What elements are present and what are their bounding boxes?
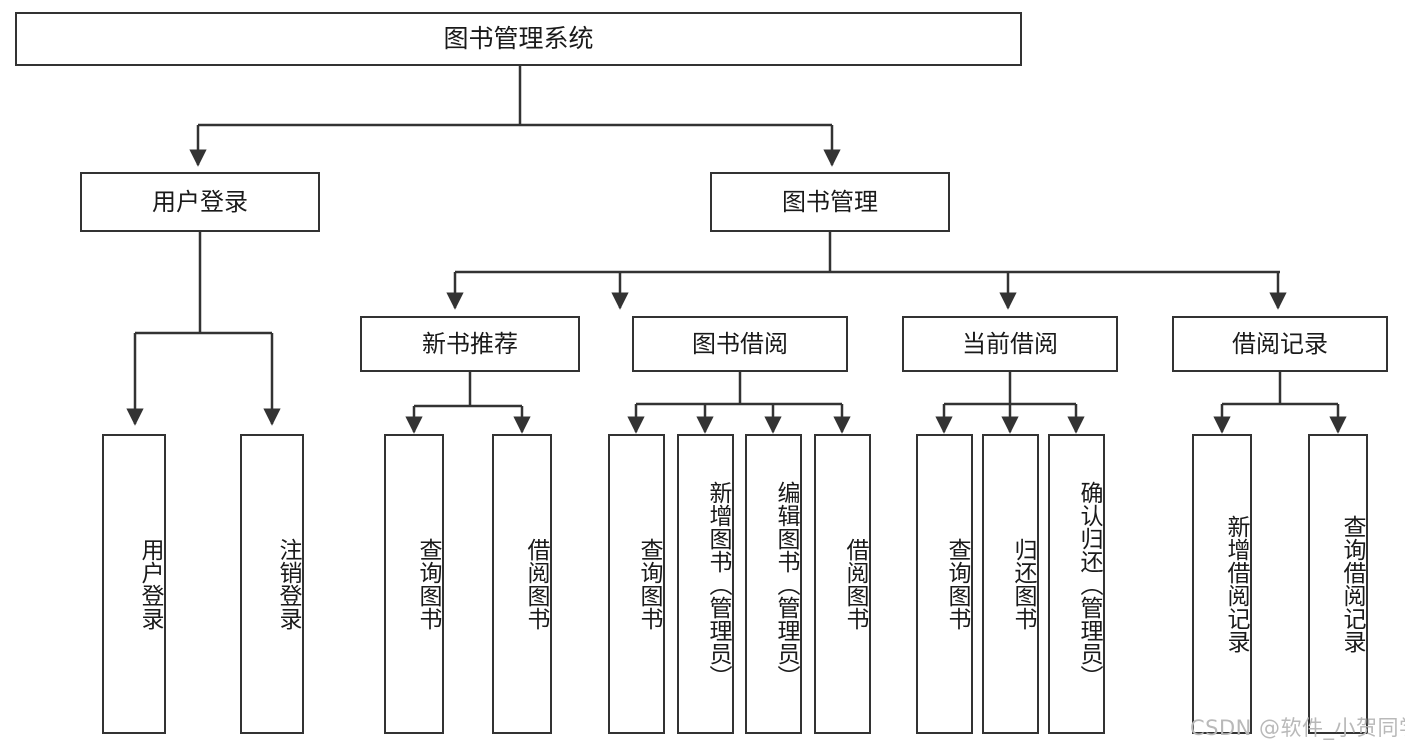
node-leaf-logout[interactable]: 注销登录 — [240, 434, 304, 734]
node-label: 编辑图书（管理员） — [773, 480, 799, 688]
csdn-watermark: CSDN @软件_小贺同学 — [1190, 716, 1405, 740]
node-root-book-management-system[interactable]: 图书管理系统 — [15, 12, 1022, 66]
node-leaf-borrow-book-2[interactable]: 借阅图书 — [814, 434, 871, 734]
node-label: 查询图书 — [636, 538, 662, 630]
node-label: 当前借阅 — [962, 329, 1058, 358]
node-label: 查询借阅记录 — [1339, 515, 1365, 653]
node-leaf-user-login[interactable]: 用户登录 — [102, 434, 166, 734]
node-user-login[interactable]: 用户登录 — [80, 172, 320, 232]
node-leaf-query-book-2[interactable]: 查询图书 — [608, 434, 665, 734]
node-label: 确认归还（管理员） — [1076, 480, 1102, 688]
node-new-book-recommend[interactable]: 新书推荐 — [360, 316, 580, 372]
node-leaf-query-book-1[interactable]: 查询图书 — [384, 434, 444, 734]
node-label: 图书管理 — [782, 187, 878, 216]
node-leaf-add-book-admin[interactable]: 新增图书（管理员） — [677, 434, 734, 734]
node-leaf-borrow-book-1[interactable]: 借阅图书 — [492, 434, 552, 734]
node-leaf-edit-book-admin[interactable]: 编辑图书（管理员） — [745, 434, 802, 734]
node-book-borrow[interactable]: 图书借阅 — [632, 316, 848, 372]
node-leaf-return-book[interactable]: 归还图书 — [982, 434, 1039, 734]
node-label: 归还图书 — [1010, 538, 1036, 630]
node-label: 查询图书 — [415, 538, 441, 630]
node-label: 借阅图书 — [523, 538, 549, 630]
node-label: 用户登录 — [152, 187, 248, 216]
node-label: 新增图书（管理员） — [705, 480, 731, 688]
node-label: 新增借阅记录 — [1223, 515, 1249, 653]
node-label: 借阅图书 — [842, 538, 868, 630]
node-leaf-query-book-3[interactable]: 查询图书 — [916, 434, 973, 734]
node-label: 新书推荐 — [422, 329, 518, 358]
node-label: 图书借阅 — [692, 329, 788, 358]
node-label: 用户登录 — [137, 538, 163, 630]
node-leaf-add-borrow-record[interactable]: 新增借阅记录 — [1192, 434, 1252, 734]
node-borrow-record[interactable]: 借阅记录 — [1172, 316, 1388, 372]
node-leaf-confirm-return-admin[interactable]: 确认归还（管理员） — [1048, 434, 1105, 734]
node-label: 图书管理系统 — [443, 24, 594, 53]
node-book-management[interactable]: 图书管理 — [710, 172, 950, 232]
node-label: 查询图书 — [944, 538, 970, 630]
node-label: 借阅记录 — [1232, 329, 1328, 358]
node-leaf-query-borrow-record[interactable]: 查询借阅记录 — [1308, 434, 1368, 734]
node-current-borrow[interactable]: 当前借阅 — [902, 316, 1118, 372]
node-label: 注销登录 — [275, 538, 301, 630]
